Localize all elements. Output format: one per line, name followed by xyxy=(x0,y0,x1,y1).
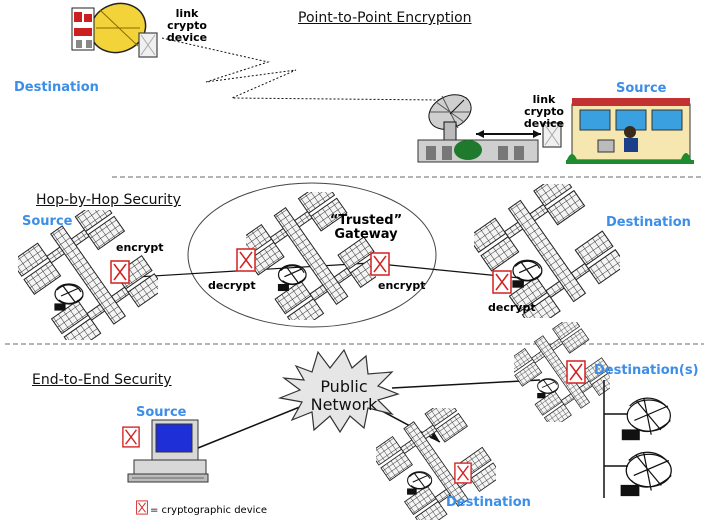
trusted-gateway-label: “Trusted” Gateway xyxy=(329,213,403,243)
crypto-device-e2e-source xyxy=(122,426,140,448)
source-ground-station xyxy=(417,92,539,163)
destination-endpoint-2 xyxy=(620,451,672,497)
e2e-link-destinations xyxy=(391,379,541,389)
crypto-device-e2e-destinations xyxy=(566,360,586,384)
public-network-label: Public Network xyxy=(310,377,378,414)
hbh-destination-label: Destination xyxy=(606,215,691,230)
e2e-destinations-label: Destination(s) xyxy=(594,363,699,378)
p2p-destination-label: Destination xyxy=(14,80,99,95)
source-office xyxy=(566,98,694,164)
p2p-link xyxy=(161,37,441,101)
e2e-destination-label: Destination xyxy=(446,495,531,510)
decrypt-label-2: decrypt xyxy=(488,301,536,314)
legend-crypto-icon xyxy=(136,500,148,515)
link-crypto-device-1 xyxy=(138,32,158,58)
crypto-device-e2e-destination xyxy=(454,462,472,484)
destination-station xyxy=(71,2,147,54)
source-computer xyxy=(127,419,209,483)
legend-label: = cryptographic device xyxy=(150,505,268,516)
destination-endpoint-1 xyxy=(621,397,672,441)
encrypt-label-2: encrypt xyxy=(378,279,426,292)
crypto-device-decrypt-1 xyxy=(236,248,256,272)
link-crypto-label-1: link crypto device xyxy=(166,7,208,45)
crypto-device-encrypt-2 xyxy=(370,252,390,276)
decrypt-label-1: decrypt xyxy=(208,279,256,292)
crypto-device-decrypt-2 xyxy=(492,270,512,294)
p2p-source-label: Source xyxy=(616,81,667,96)
e2e-title: End-to-End Security xyxy=(32,372,172,388)
hbh-title: Hop-by-Hop Security xyxy=(36,192,181,208)
public-network-cloud xyxy=(277,348,400,434)
trusted-gateway-boundary xyxy=(187,182,437,328)
hbh-source-label: Source xyxy=(22,214,73,229)
encrypt-label-1: encrypt xyxy=(116,241,164,254)
link-crypto-label-2: link crypto device xyxy=(523,93,565,131)
destinations-bus xyxy=(603,380,628,498)
gateway-satellite xyxy=(246,192,376,320)
e2e-source-label: Source xyxy=(136,405,187,420)
p2p-title: Point-to-Point Encryption xyxy=(298,10,472,26)
crypto-device-encrypt-1 xyxy=(110,260,130,284)
